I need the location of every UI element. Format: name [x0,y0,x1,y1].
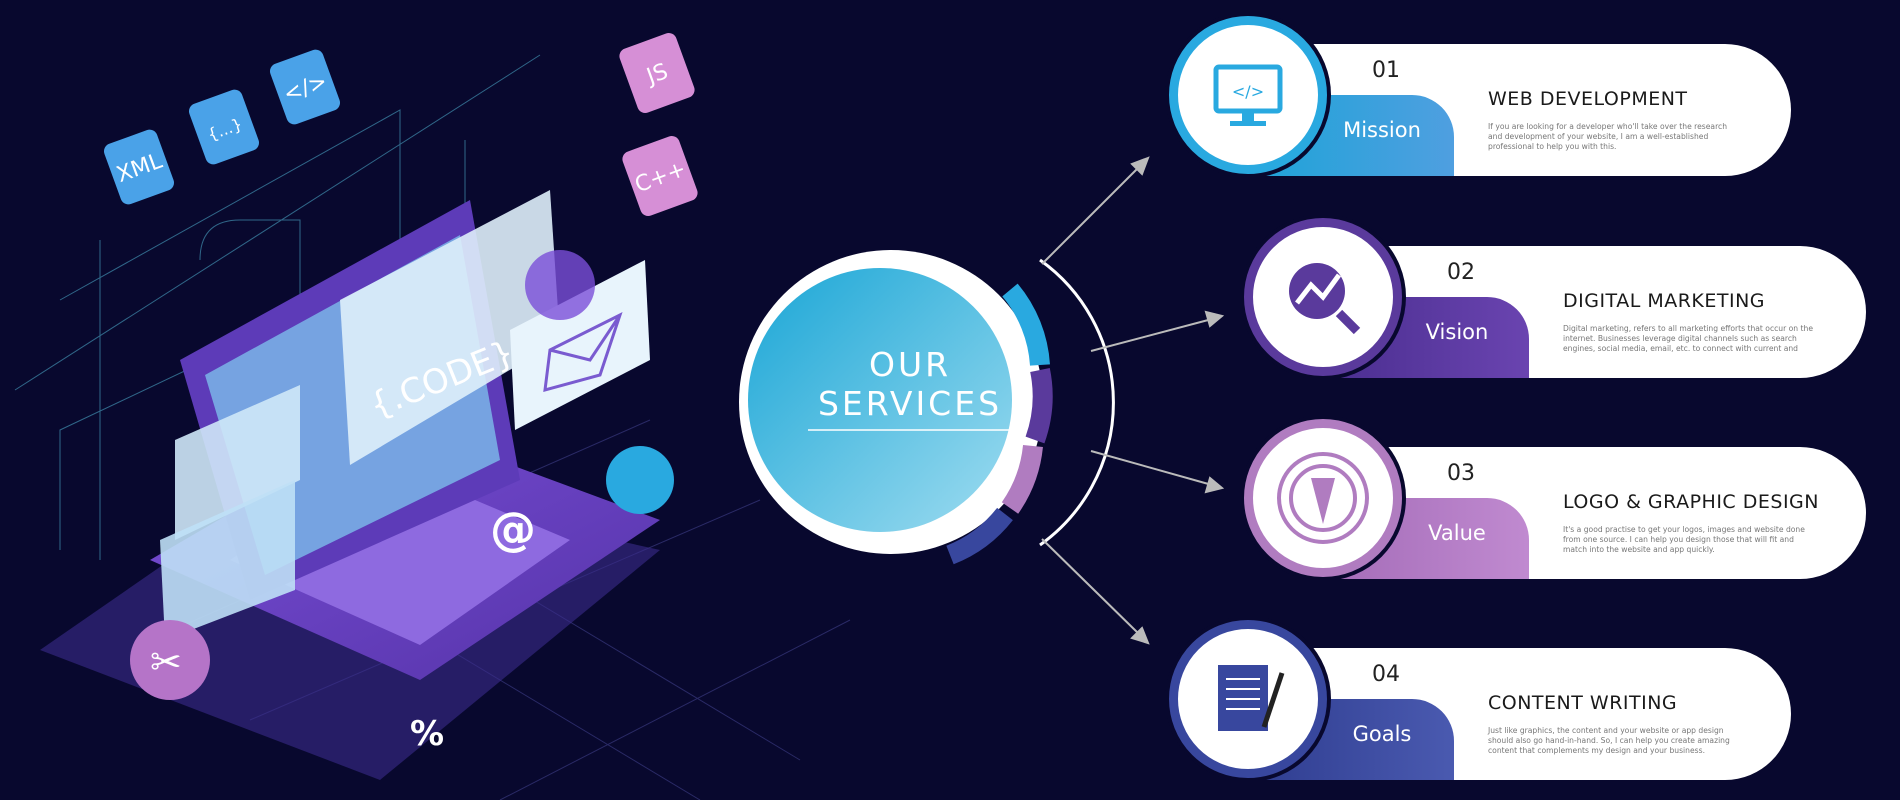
tab-label: Value [1428,521,1486,545]
service-card-content-writing[interactable]: Goals 04 CONTENT WRITING Just like graph… [1169,620,1791,780]
code-window [340,190,560,465]
our-services-emblem [739,250,1115,565]
at-sign: @ [490,502,536,556]
service-description: Just like graphics, the content and your… [1488,726,1730,755]
pencil-badge [525,250,595,320]
design-window [175,385,300,540]
tab-label: Goals [1352,722,1412,746]
scissors-icon: ✂ [150,640,182,684]
tab-label: Mission [1343,118,1421,142]
analytics-magnifier-icon [1244,218,1402,376]
service-description: Digital marketing, refers to all marketi… [1563,324,1813,353]
service-description: It's a good practise to get your logos, … [1563,525,1805,554]
pen-nib-icon [1244,419,1402,577]
scroll-pen-icon [1169,620,1327,778]
svg-text:</>: </> [1232,82,1264,101]
scissors-badge [130,620,210,700]
service-title: LOGO & GRAPHIC DESIGN [1563,491,1819,513]
service-title: DIGITAL MARKETING [1563,290,1766,312]
service-description: If you are looking for a developer who'l… [1488,122,1728,151]
percent-sign: % [410,714,444,754]
service-title: WEB DEVELOPMENT [1488,88,1688,110]
service-title: CONTENT WRITING [1488,692,1678,714]
tab-label: Vision [1425,320,1489,344]
service-number: 04 [1372,662,1400,687]
palette-window [160,480,295,640]
connector-arrows [1041,156,1225,645]
service-number: 02 [1447,260,1475,285]
service-card-logo-graphic-design[interactable]: Value 03 LOGO & GRAPHIC DESIGN It's a go… [1244,419,1866,579]
brush-badge [606,446,674,514]
service-number: 03 [1447,461,1475,486]
center-title-line1: OUR [868,345,952,384]
service-card-digital-marketing[interactable]: Vision 02 DIGITAL MARKETING Digital mark… [1244,218,1866,378]
monitor-code-icon: </> [1169,16,1327,174]
service-card-web-development[interactable]: Mission 01 </> WEB DEVELOPMENT If you ar… [1169,16,1791,176]
service-number: 01 [1372,58,1400,83]
center-title-line2: SERVICES [817,384,1003,423]
envelope-icon [543,312,623,393]
